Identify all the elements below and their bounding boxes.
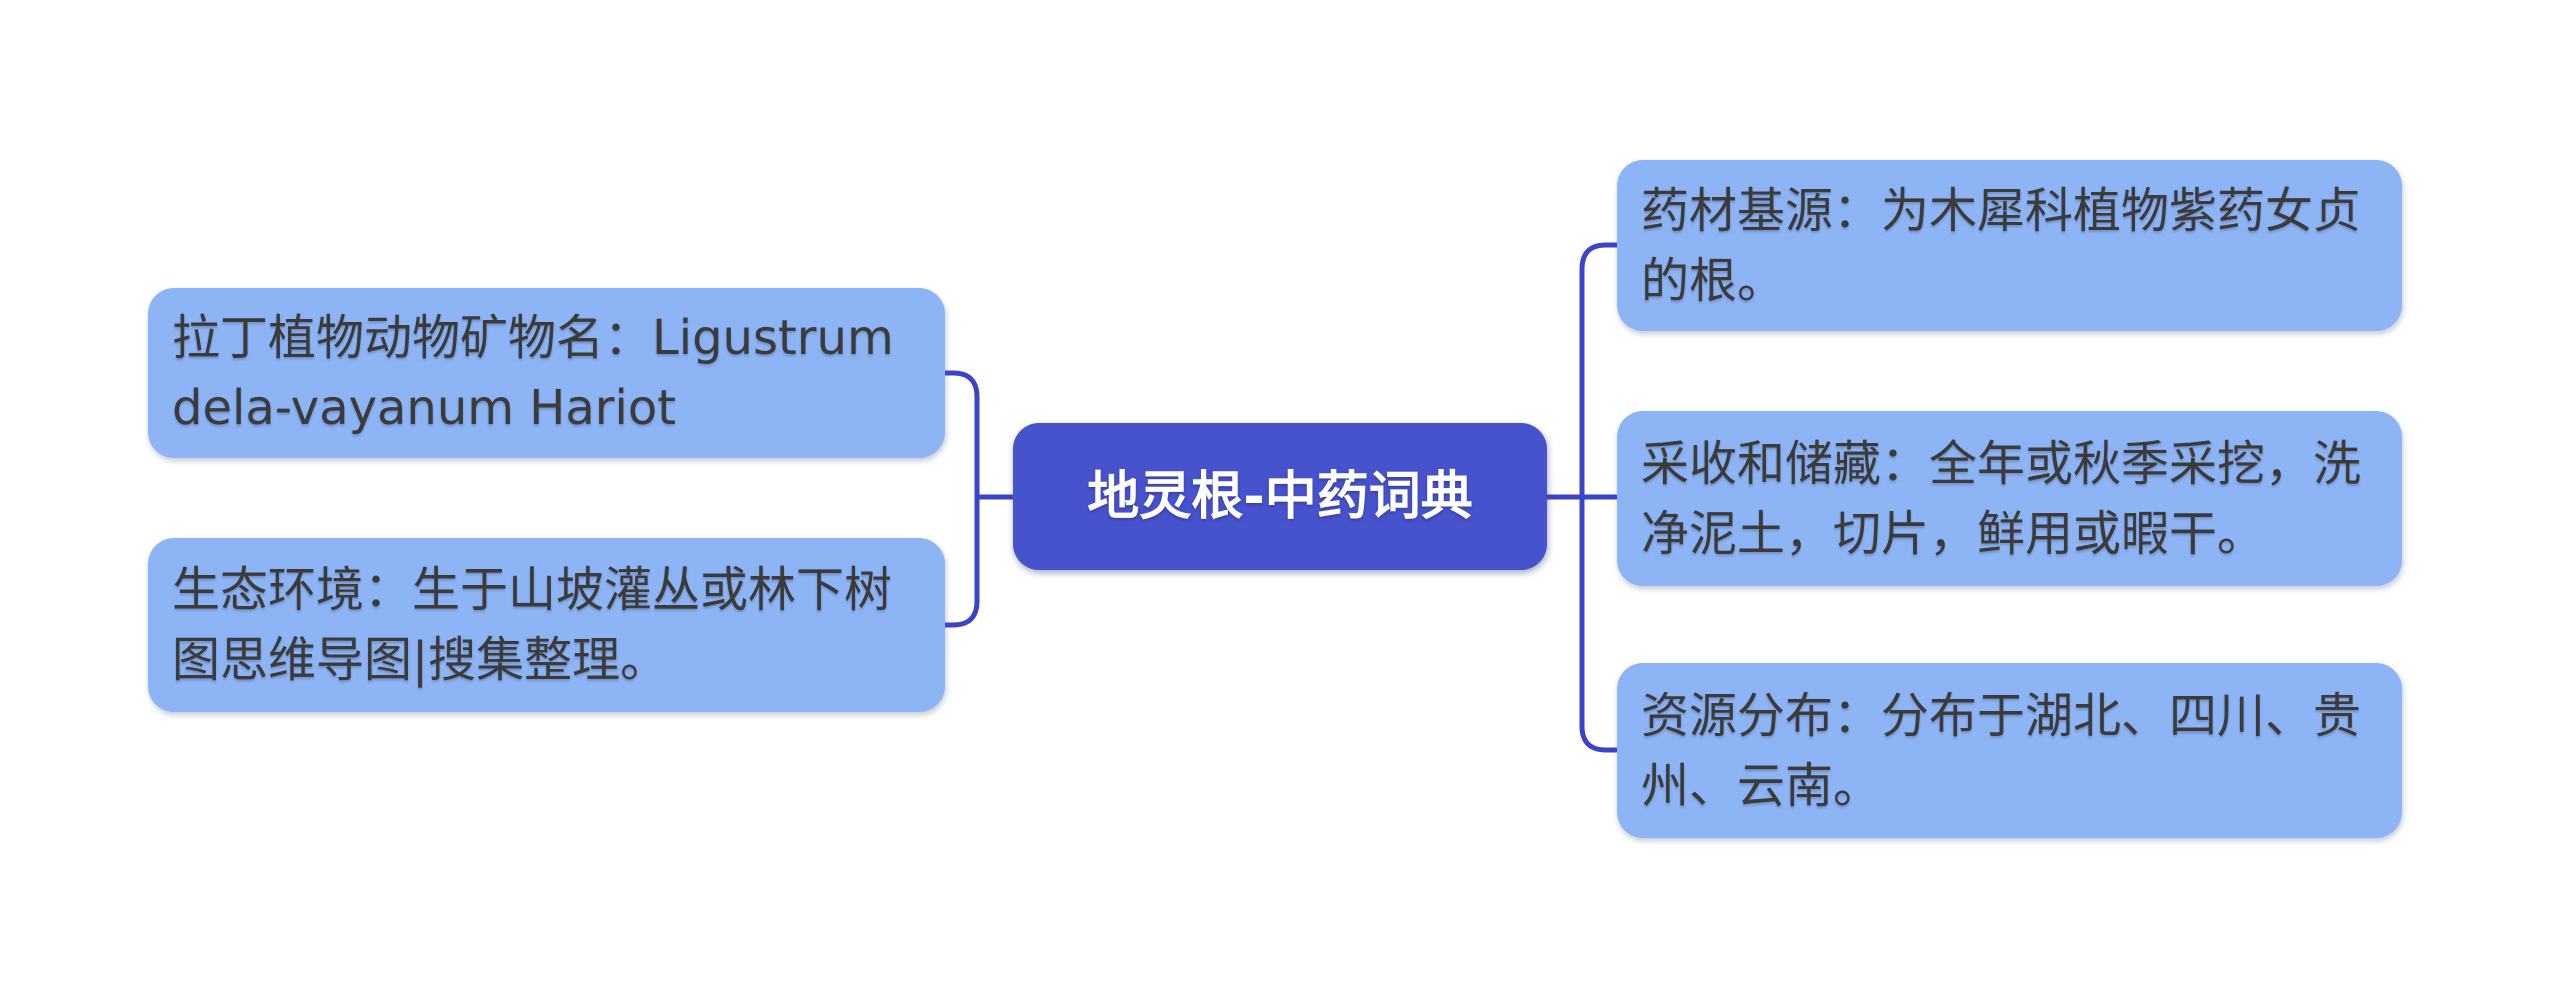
connector-right-spine xyxy=(1579,242,1620,753)
root-node-label: 地灵根-中药词典 xyxy=(1087,466,1473,527)
node-medicine-source[interactable]: 药材基源：为木犀科植物紫药女贞 的根。 xyxy=(1617,160,2402,331)
root-node[interactable]: 地灵根-中药词典 xyxy=(1013,423,1547,570)
node-latin-name-label: 拉丁植物动物矿物名：Ligustrum dela-vayanum Hariot xyxy=(172,310,894,436)
node-harvest-storage[interactable]: 采收和储藏：全年或秋季采挖，洗 净泥土，切片，鲜用或暇干。 xyxy=(1617,411,2402,586)
node-harvest-storage-label: 采收和储藏：全年或秋季采挖，洗 净泥土，切片，鲜用或暇干。 xyxy=(1641,435,2362,562)
node-medicine-source-label: 药材基源：为木犀科植物紫药女贞 的根。 xyxy=(1641,182,2362,309)
node-ecology[interactable]: 生态环境：生于山坡灌丛或林下树 图思维导图|搜集整理。 xyxy=(148,538,945,712)
node-resource-distribution[interactable]: 资源分布：分布于湖北、四川、贵 州、云南。 xyxy=(1617,663,2402,838)
node-latin-name[interactable]: 拉丁植物动物矿物名：Ligustrum dela-vayanum Hariot xyxy=(148,288,945,458)
connector-left-spine xyxy=(945,370,980,628)
node-resource-distribution-label: 资源分布：分布于湖北、四川、贵 州、云南。 xyxy=(1641,687,2362,814)
node-ecology-label: 生态环境：生于山坡灌丛或林下树 图思维导图|搜集整理。 xyxy=(172,562,893,688)
